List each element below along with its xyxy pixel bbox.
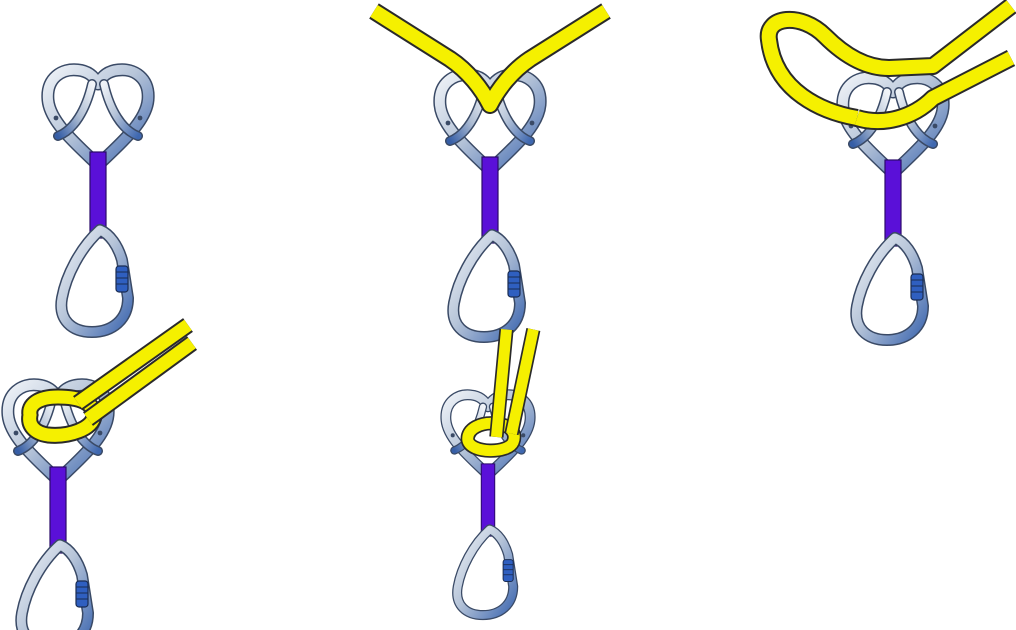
quickdraw-1 [48, 70, 148, 332]
step-5 [446, 329, 534, 615]
step-4 [8, 325, 192, 630]
step-3 [769, 6, 1011, 340]
quickdraw-2 [440, 75, 540, 337]
step-1 [48, 70, 148, 332]
step-2 [374, 11, 606, 337]
